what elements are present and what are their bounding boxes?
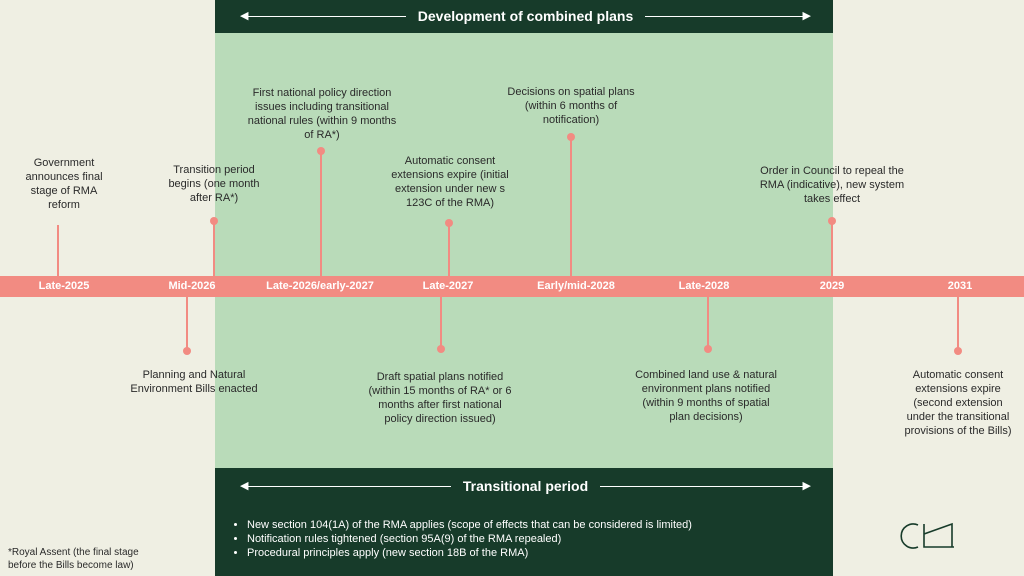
timeline-label: Late-2025 (38, 280, 90, 292)
timeline-label: 2031 (947, 280, 973, 292)
arrow-right-icon: ▶ (802, 479, 811, 492)
timeline-label: Late-2027 (422, 280, 474, 292)
arrow-left-icon: ◀ (240, 479, 249, 492)
marker-dot (210, 217, 218, 225)
event-bills-enacted: Planning and Natural Environment Bills e… (130, 369, 258, 395)
stem (957, 296, 959, 351)
bullet-item: New section 104(1A) of the RMA applies (… (247, 518, 692, 532)
stem (831, 220, 833, 277)
marker-dot (183, 347, 191, 355)
event-extensions-expire-2: Automatic consent extensions expire (sec… (904, 369, 1012, 437)
bullet-item: Procedural principles apply (new section… (247, 546, 692, 560)
transitional-bullets: New section 104(1A) of the RMA applies (… (225, 518, 692, 560)
timeline-label: Late-2026/early-2027 (266, 280, 374, 292)
event-transition-begins: Transition period begins (one month afte… (168, 164, 260, 204)
transitional-title: Transitional period (462, 478, 589, 494)
arrow-line (645, 15, 803, 17)
stem (440, 296, 442, 349)
footnote: *Royal Assent (the final stage before th… (8, 547, 139, 571)
event-combined-plans: Combined land use & natural environment … (635, 369, 777, 423)
event-extensions-expire-1: Automatic consent extensions expire (ini… (391, 155, 509, 209)
bullet-item: Notification rules tightened (section 95… (247, 532, 692, 546)
development-banner: ◀ Development of combined plans ▶ (215, 0, 833, 33)
arrow-right-icon: ▶ (802, 9, 812, 22)
stem (448, 222, 450, 277)
arrow-line (600, 485, 803, 487)
timeline-bar (0, 276, 1024, 297)
arrow-line (248, 485, 451, 487)
marker-dot (567, 133, 575, 141)
cm-logo (900, 522, 954, 549)
timeline-label: Late-2028 (678, 280, 730, 292)
stem (707, 296, 709, 349)
marker-dot (437, 345, 445, 353)
event-draft-spatial-plans: Draft spatial plans notified (within 15 … (368, 371, 512, 425)
event-rma-repeal: Order in Council to repeal the RMA (indi… (759, 165, 905, 205)
stem (320, 150, 322, 277)
marker-dot (828, 217, 836, 225)
transitional-banner: ◀ Transitional period ▶ New section 104(… (215, 468, 833, 576)
arrow-line (248, 15, 406, 17)
marker-dot (954, 347, 962, 355)
marker-dot (704, 345, 712, 353)
timeline-label: Early/mid-2028 (537, 280, 615, 292)
development-title: Development of combined plans (417, 8, 634, 24)
stem (213, 220, 215, 277)
marker-dot (317, 147, 325, 155)
timeline-label: Mid-2026 (168, 280, 216, 292)
stem (57, 225, 59, 277)
event-rma-reform: Government announces final stage of RMA … (25, 157, 103, 211)
stem (570, 136, 572, 277)
event-spatial-decisions: Decisions on spatial plans (within 6 mon… (507, 86, 635, 126)
event-national-policy: First national policy direction issues i… (247, 87, 397, 141)
marker-dot (445, 219, 453, 227)
arrow-left-icon: ◀ (240, 9, 249, 22)
timeline-label: 2029 (819, 280, 845, 292)
stem (186, 296, 188, 351)
